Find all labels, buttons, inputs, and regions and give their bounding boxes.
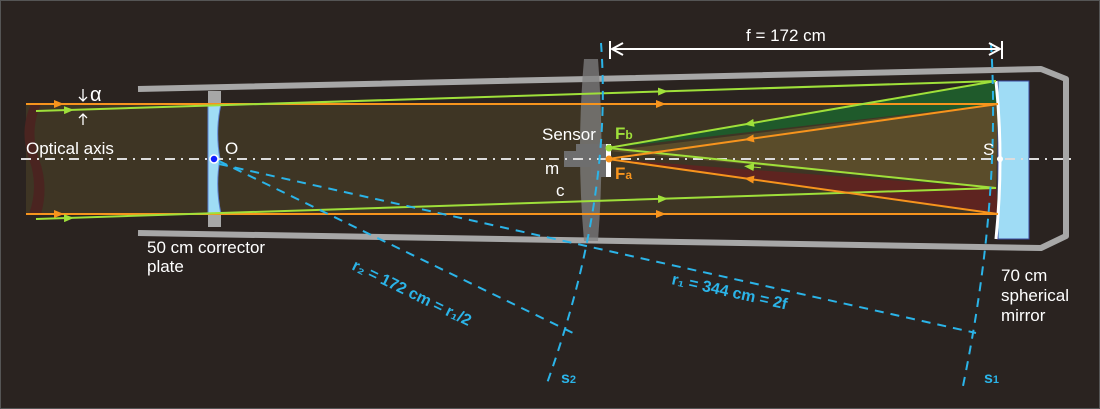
m-label: m [545, 159, 559, 178]
mirror-label-1: 70 cm [1001, 266, 1047, 285]
focal-length-label: f = 172 cm [746, 26, 826, 45]
radius-r1 [218, 163, 977, 334]
focus-b-dot [605, 144, 613, 152]
arc-s2 [545, 42, 604, 387]
radius-r2-label: r₂ = 172 cm = r₁/2 [349, 257, 474, 329]
incoming-beam [26, 104, 998, 214]
corrector-label-1: 50 cm corrector [147, 238, 265, 257]
radius-r1-label: r₁ = 344 cm = 2f [670, 271, 789, 313]
beam-wavefront [24, 104, 45, 214]
arc-s1-label: s1 [984, 370, 999, 387]
center-O-label: O [225, 139, 238, 158]
center-O-dot [209, 154, 219, 164]
arc-s1 [962, 42, 995, 387]
mirror-vertex-label: S [983, 140, 994, 159]
sensor-holder [564, 144, 606, 177]
arrowheads-icon [609, 42, 1003, 56]
reflected-cone-common [608, 104, 998, 188]
corrector-label-2: plate [147, 257, 184, 276]
ray-green-bottom [35, 187, 997, 220]
telescope-tube [137, 66, 1069, 251]
arrow-icon [744, 175, 762, 184]
arrow-icon [744, 118, 762, 127]
radius-r2 [218, 160, 574, 334]
sensor-label: Sensor [542, 125, 596, 144]
focus-b-label: Fb [615, 124, 633, 143]
arrow-icon [744, 134, 762, 143]
reflected-green-top [607, 80, 997, 149]
alpha-arrow-down [78, 89, 88, 102]
mirror-label-3: mirror [1001, 306, 1046, 325]
optical-axis-label: Optical axis [26, 139, 114, 158]
mirror-vertex-dot [997, 156, 1003, 162]
c-label: c [556, 181, 565, 200]
reflected-green-bottom [607, 147, 997, 189]
arc-s2-label: s2 [561, 370, 576, 387]
focus-a-label: Fa [615, 164, 632, 183]
alpha-label: α [90, 84, 102, 106]
mirror-label-2: spherical [1001, 286, 1069, 305]
corrector-support-bottom [208, 214, 221, 227]
ray-green-top [35, 80, 997, 112]
reflected-orange-bottom [607, 158, 999, 215]
alpha-arrow-up [78, 113, 88, 125]
corrector-support-top [208, 91, 221, 104]
arrow-icon [744, 163, 762, 172]
focus-a-dot [605, 155, 613, 163]
reflected-orange-top [607, 103, 999, 160]
